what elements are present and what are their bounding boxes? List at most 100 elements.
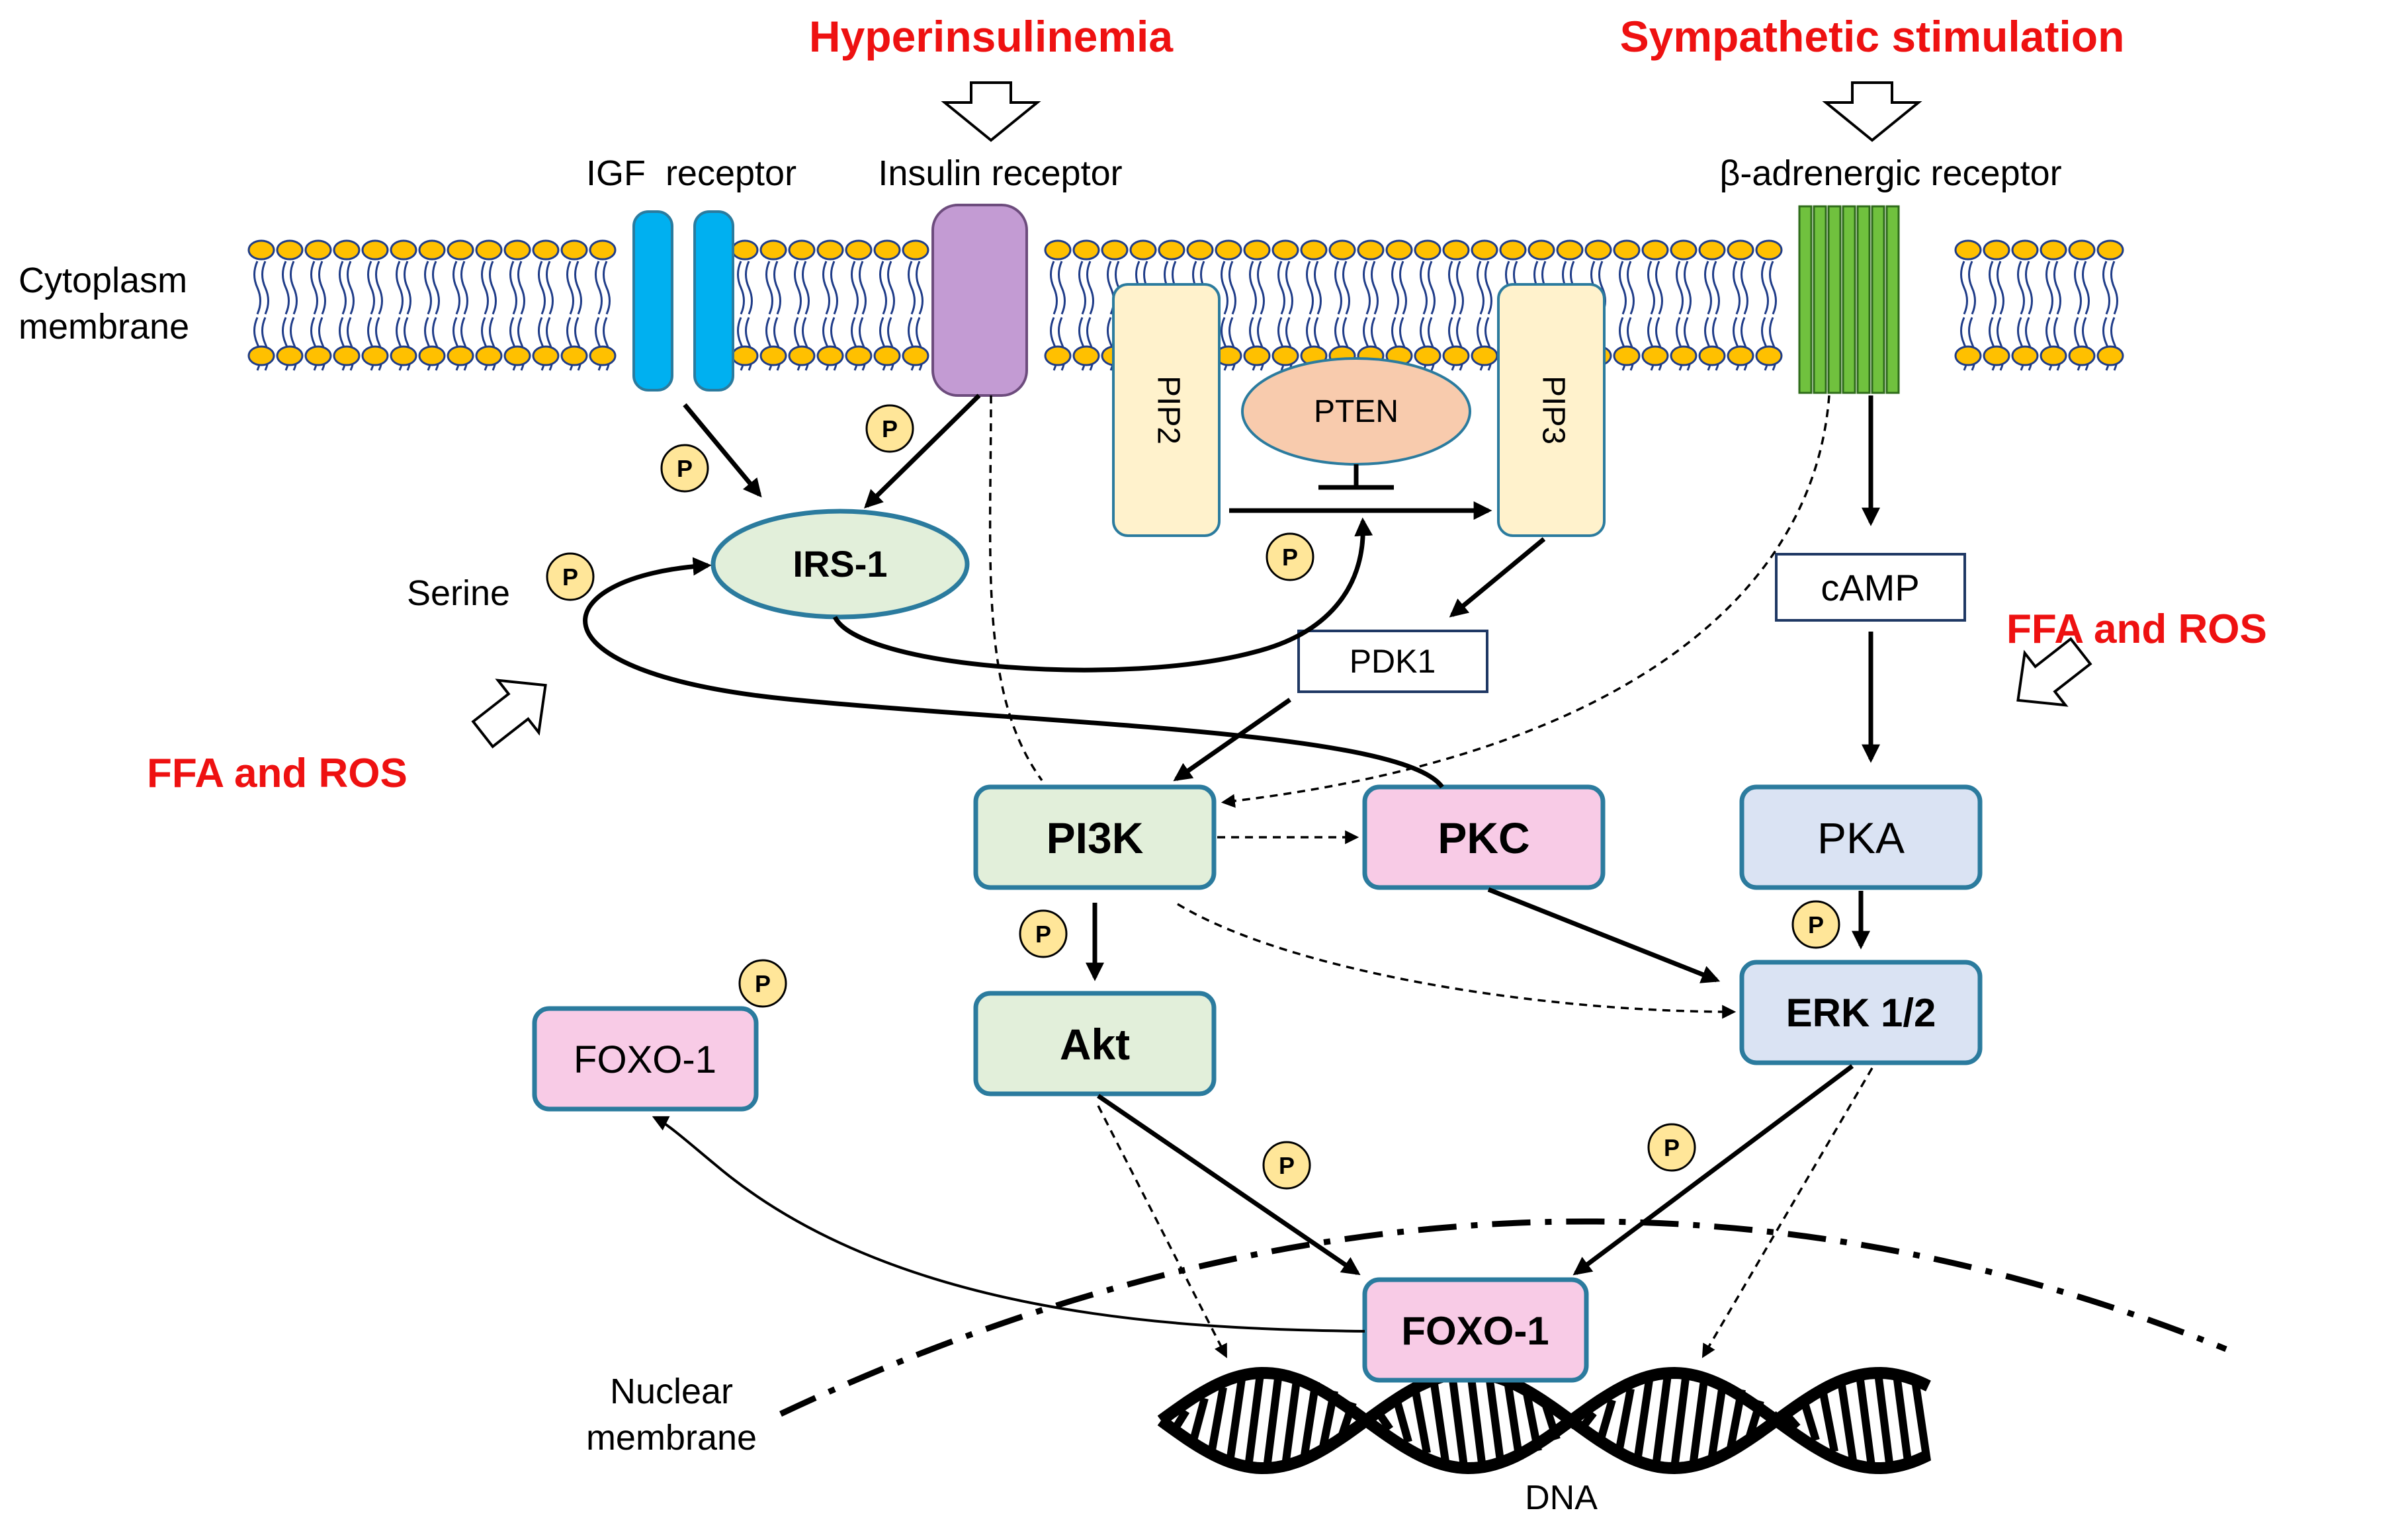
hyperinsulinemia-title: Hyperinsulinemia [809,12,1174,61]
base-pair [1504,1380,1524,1461]
sympathetic-arrow-icon [1822,81,1922,142]
lipid-molecule [1670,239,1698,371]
dna-strand [1157,1366,1931,1475]
lipid-molecule [1385,239,1413,371]
base-pair [1300,1381,1320,1460]
camp-label: cAMP [1821,567,1919,608]
dashed-arrows [988,395,1873,1358]
arrow-foxo1-nuclear-export [652,1116,1365,1333]
phospho-pka-path: P [1791,900,1840,949]
lipid-molecule [1442,239,1470,371]
svg-text:P: P [1664,1134,1680,1161]
dashed-akt-to-dna [1097,1105,1227,1358]
arrow-pip3-to-pdk1 [1449,537,1546,618]
cytoplasm-membrane-label-1: Cytoplasm [19,261,187,300]
base-pair [1615,1387,1635,1454]
lipid-molecule [873,239,901,371]
lipid-molecule [304,239,332,371]
lipid-molecule [276,239,304,371]
lipid-molecule [361,239,389,371]
dashed-pi3k-to-erk [1177,903,1737,1019]
igf-receptor [632,210,734,392]
akt-label: Akt [1060,1020,1130,1069]
lipid-molecule [2068,239,2096,371]
base-pair [1226,1378,1246,1463]
base-pair [1670,1372,1690,1469]
camp-box: cAMP [1775,553,1966,622]
lipid-molecule [788,239,816,371]
phospho-foxo-cyto: P [738,959,787,1008]
phospho-igf: P [660,444,709,493]
lipid-molecule [2011,239,2039,371]
base-pair [1430,1379,1449,1462]
solid-arrows [583,393,1880,1276]
pten-label: PTEN [1314,394,1398,429]
base-pair [1263,1372,1283,1469]
pi3k-label: PI3K [1047,813,1144,862]
pip3-box: PIP3 [1497,283,1606,537]
lipid-molecule [1954,239,1982,371]
lipid-molecule [1641,239,1669,371]
insulin-receptor-label: Insulin receptor [878,153,1122,193]
base-pair [1411,1387,1431,1454]
receptor-helix [1842,205,1856,394]
dashed-insulin-to-pi3k [988,395,1043,782]
phospho-akt-foxo: P [1262,1141,1311,1190]
base-pair [1689,1374,1709,1467]
base-pair [1189,1397,1209,1444]
hyperinsulinemia-arrow-icon [941,81,1041,142]
base-pair [1281,1375,1301,1466]
serine-label: Serine [407,573,510,613]
lipid-molecule [247,239,275,371]
phospho-pip: P [1266,532,1314,581]
arrow-erk-to-foxo1 [1572,1064,1854,1276]
phospho-insulin: P [865,404,914,453]
receptor-helix [1813,205,1827,394]
dna-helix [1157,1366,1931,1475]
ffa-ros-left-label: FFA and ROS [147,751,408,796]
base-pair [1856,1374,1875,1467]
lipid-molecule [333,239,361,371]
base-pair [1485,1374,1505,1467]
irs1-node: IRS-1 [710,509,970,620]
arrow-irs1-to-pip-conversion [832,517,1373,673]
lipid-molecule [759,239,787,371]
foxo1-nucleus-label: FOXO-1 [1401,1309,1549,1353]
arrow-igf-to-irs1 [683,403,762,498]
lipid-molecule [447,239,474,371]
base-pair [1893,1374,1913,1467]
lipid-molecule [503,239,531,371]
base-pair [1393,1398,1412,1443]
svg-text:P: P [562,563,578,591]
ffa-ros-right-label: FFA and ROS [2006,606,2267,652]
lipid-molecule [731,239,759,371]
base-pair [1633,1380,1653,1462]
svg-text:P: P [1808,911,1824,938]
lipid-molecule [589,239,617,371]
lipid-molecule [475,239,503,371]
lipid-molecule [560,239,588,371]
foxo1-cytoplasm-node: FOXO-1 [532,1006,759,1112]
pdk1-box: PDK1 [1297,630,1488,693]
receptor-helix [1827,205,1842,394]
lipid-molecule [418,239,446,371]
sympathetic-stimulation-title: Sympathetic stimulation [1620,12,2125,61]
lipid-molecule [2040,239,2067,371]
lipid-molecule [1044,239,1072,371]
insulin-receptor [931,204,1028,397]
svg-text:P: P [1035,921,1051,948]
phospho-erk-foxo: P [1647,1123,1696,1172]
base-pair [1800,1399,1820,1442]
base-pair [1911,1380,1931,1462]
beta-adrenergic-receptor [1798,205,1900,394]
pip2-box: PIP2 [1112,283,1221,537]
erk-label: ERK 1/2 [1786,991,1936,1035]
pten-inhibition [1318,464,1394,490]
pkc-label: PKC [1438,813,1529,862]
base-pair [1244,1374,1264,1467]
dna-label: DNA [1525,1479,1598,1517]
pka-node: PKA [1739,784,1983,890]
base-pair [1207,1386,1227,1455]
receptor-helix [1856,205,1871,394]
